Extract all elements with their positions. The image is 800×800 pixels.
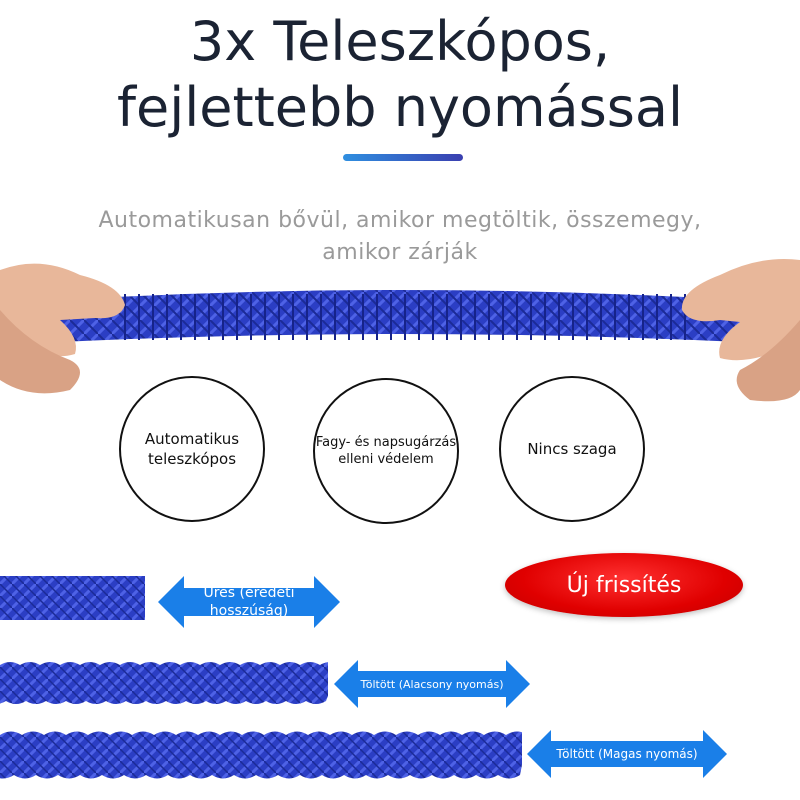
headline-line-2: fejlettebb nyomással	[116, 76, 684, 139]
feature-circle-telescopic: Automatikus teleszkópos	[119, 376, 265, 522]
double-arrow-icon	[527, 730, 727, 778]
right-hand	[681, 259, 800, 361]
hose-empty	[0, 576, 145, 620]
hose	[60, 290, 740, 342]
subtitle: Automatikusan bővül, amikor megtöltik, ö…	[98, 208, 702, 265]
double-arrow-icon	[158, 576, 340, 628]
feature-circle-protection: Fagy- és napsugárzás elleni védelem	[313, 378, 459, 524]
double-arrow-icon	[334, 660, 530, 708]
arrow-label-empty: Üres (eredeti hosszúság)	[203, 585, 295, 619]
hose-high-pressure	[0, 731, 522, 779]
left-hand	[0, 263, 125, 357]
headline-line-1: 3x Teleszkópos,	[189, 10, 611, 73]
hose-low-pressure	[0, 662, 328, 704]
feature-circle-odorless: Nincs szaga	[499, 376, 645, 522]
arrow-label-high: Töltött (Magas nyomás)	[556, 747, 698, 761]
arrow-label-low: Töltött (Alacsony nyomás)	[360, 677, 504, 691]
new-update-badge: Új frissítés	[505, 553, 743, 617]
accent-bar	[343, 154, 463, 161]
hose-photo	[0, 259, 800, 402]
